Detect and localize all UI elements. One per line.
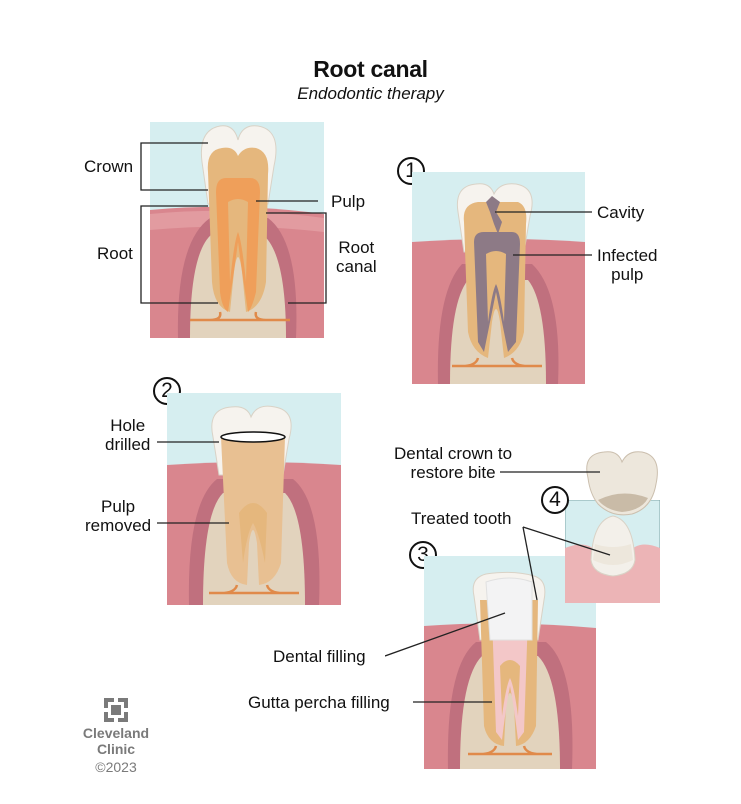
label-hole-drilled-line2: drilled <box>105 435 151 454</box>
label-infected-pulp-line2: pulp <box>611 265 644 284</box>
label-cavity: Cavity <box>597 203 645 222</box>
nerve <box>190 311 290 322</box>
step-2-leader-lines <box>157 441 229 524</box>
step-4-illustration <box>565 500 660 603</box>
cleveland-clinic-logo-icon <box>104 698 128 722</box>
label-root-canal-line2: canal <box>336 257 377 276</box>
step-4-leader-lines <box>500 471 611 601</box>
inner-dentin <box>228 199 248 282</box>
label-dental-crown-line1: Dental crown to <box>394 444 513 463</box>
step-1-leader-lines <box>495 211 592 256</box>
label-root-canal-line1: Root <box>338 238 375 257</box>
label-infected-pulp-line1: Infected <box>597 246 658 265</box>
root-canal-bracket <box>266 212 327 304</box>
step-2-illustration <box>167 393 341 605</box>
root-bracket <box>140 205 218 304</box>
page-subtitle: Endodontic therapy <box>297 84 444 103</box>
label-pulp-removed-line2: removed <box>85 516 152 535</box>
dental-crown-cap <box>586 451 658 516</box>
pulp-chamber <box>216 178 260 312</box>
label-pulp-removed-line1: Pulp <box>101 497 136 516</box>
label-root-canal: Root canal <box>336 238 377 276</box>
label-root: Root <box>97 244 133 263</box>
label-crown: Crown <box>84 157 134 176</box>
brand-name: Cleveland Clinic <box>76 725 156 757</box>
crown-bracket <box>140 142 208 191</box>
label-dental-crown: Dental crown to restore bite <box>394 444 512 482</box>
anatomy-leader-lines <box>140 142 327 304</box>
label-gutta-percha: Gutta percha filling <box>248 693 390 712</box>
brand-line1: Cleveland <box>82 725 150 741</box>
step-1-illustration <box>412 172 585 384</box>
brand-line2: Clinic <box>96 741 136 757</box>
label-dental-crown-line2: restore bite <box>410 463 496 482</box>
step-3-leader-lines <box>385 612 506 703</box>
label-hole-drilled-line1: Hole <box>110 416 146 435</box>
label-hole-drilled: Hole drilled <box>105 416 150 454</box>
page-title: Root canal <box>313 56 428 82</box>
step-4-badge: 4 <box>541 486 569 514</box>
label-infected-pulp: Infected pulp <box>597 246 658 284</box>
label-pulp-removed: Pulp removed <box>85 497 151 535</box>
label-dental-filling: Dental filling <box>273 647 366 666</box>
tooth-anatomy-illustration <box>150 122 324 338</box>
label-treated-tooth: Treated tooth <box>411 509 512 528</box>
label-pulp: Pulp <box>331 192 366 211</box>
copyright: ©2023 <box>95 759 137 775</box>
